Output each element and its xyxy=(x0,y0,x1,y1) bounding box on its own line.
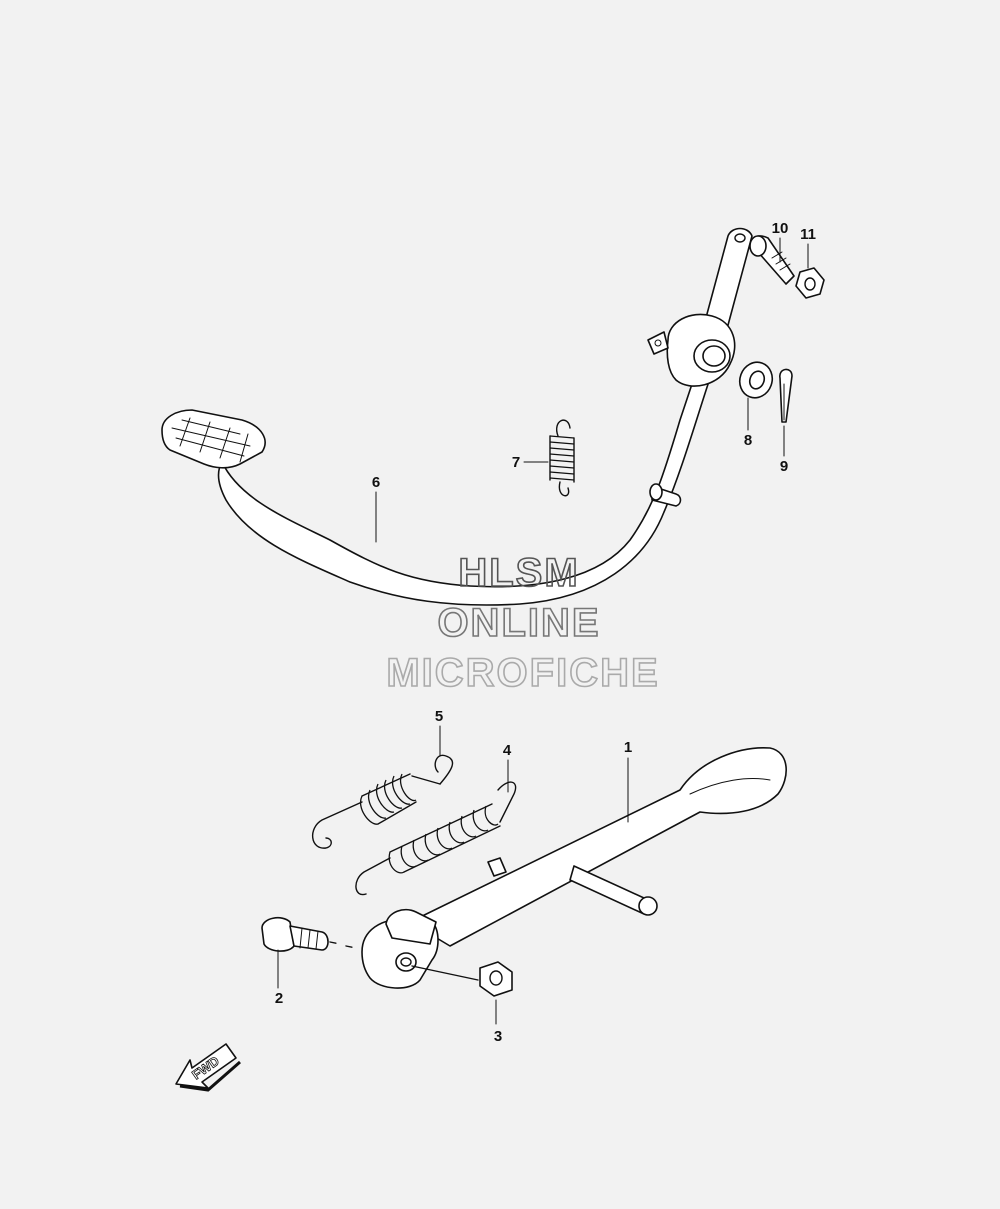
watermark-line-1: HLSM xyxy=(458,551,579,595)
callout-1: 1 xyxy=(624,739,632,756)
watermark-line-3: MICROFICHE xyxy=(386,651,659,695)
part-7-pedal-return-spring[interactable] xyxy=(549,419,575,497)
part-6-brake-pedal[interactable] xyxy=(161,227,753,606)
watermark-line-2: ONLINE xyxy=(437,601,600,645)
callout-5: 5 xyxy=(435,708,443,725)
callout-10: 10 xyxy=(772,220,789,237)
part-9-cotter-pin[interactable] xyxy=(779,368,793,423)
callout-labels: 1 2 3 4 5 6 7 8 9 10 11 xyxy=(275,220,816,1045)
fwd-direction-arrow: FWD xyxy=(175,1043,241,1092)
part-10-bolt[interactable] xyxy=(749,235,795,285)
part-5-stand-spring-outer[interactable] xyxy=(312,754,454,849)
callout-4: 4 xyxy=(503,742,512,759)
leader-lines xyxy=(277,237,809,1025)
callout-2: 2 xyxy=(275,990,283,1007)
part-2-pivot-bolt[interactable] xyxy=(261,916,357,952)
part-1-side-stand[interactable] xyxy=(361,747,787,989)
watermark: HLSM ONLINE MICROFICHE xyxy=(386,550,659,696)
callout-8: 8 xyxy=(744,432,752,449)
callout-9: 9 xyxy=(780,458,788,475)
callout-7: 7 xyxy=(512,454,520,471)
part-4-stand-spring-inner[interactable] xyxy=(355,781,517,896)
part-3-pivot-nut[interactable] xyxy=(411,961,513,997)
callout-6: 6 xyxy=(372,474,380,491)
part-11-nut[interactable] xyxy=(795,267,825,299)
part-8-washer[interactable] xyxy=(735,358,777,403)
callout-11: 11 xyxy=(800,226,816,243)
callout-3: 3 xyxy=(494,1028,502,1045)
